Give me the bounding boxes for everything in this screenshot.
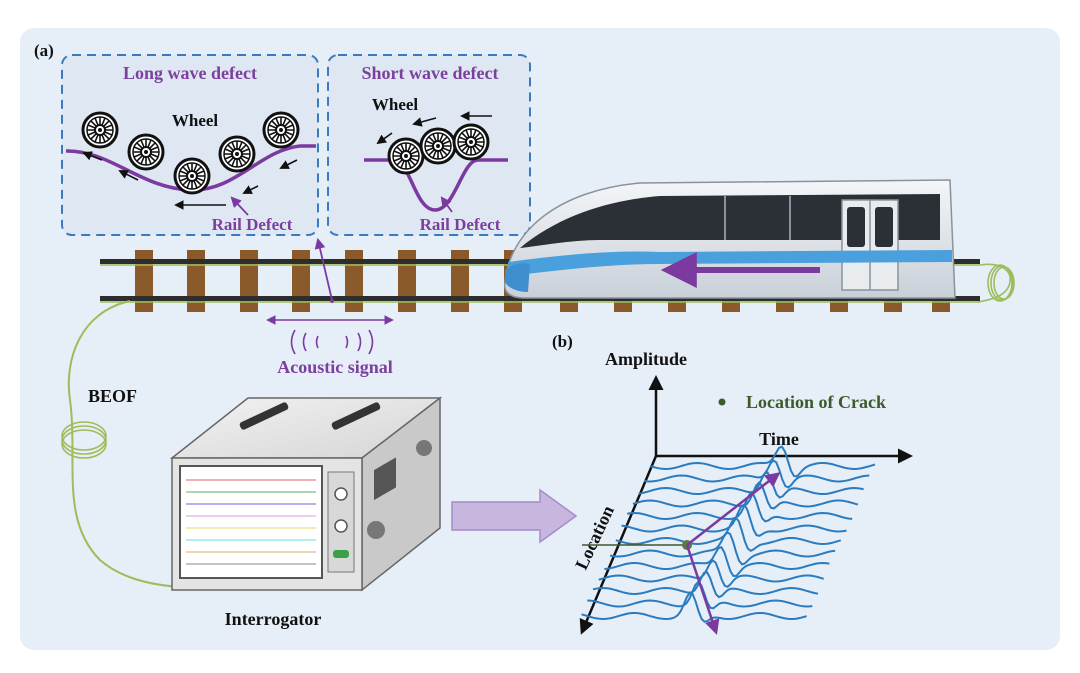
signal-traces bbox=[581, 445, 876, 623]
crack-trajectory-down bbox=[685, 544, 720, 635]
motion-arrows bbox=[376, 111, 492, 145]
signal-trace bbox=[609, 531, 836, 566]
fiber-coil-icon bbox=[977, 263, 1015, 303]
interrogator-label: Interrogator bbox=[225, 609, 322, 629]
long-wave-defect-label: Rail Defect bbox=[212, 215, 293, 234]
signal-trace bbox=[644, 459, 870, 489]
motion-arrows bbox=[82, 151, 298, 210]
legend-label: Location of Crack bbox=[746, 392, 886, 412]
short-wave-defect-label: Rail Defect bbox=[420, 215, 501, 234]
wheel-icon bbox=[127, 133, 165, 171]
wheel-icon bbox=[218, 135, 256, 173]
wheel-icon bbox=[419, 127, 457, 165]
signal-trace bbox=[638, 471, 864, 499]
short-wave-wheel-label: Wheel bbox=[372, 95, 419, 114]
amplitude-label: Amplitude bbox=[605, 349, 687, 369]
short-wave-inset: Short wave defect Wheel Rail Defect bbox=[327, 54, 531, 236]
signal-trace bbox=[592, 571, 819, 599]
beof-label: BEOF bbox=[88, 386, 137, 406]
acoustic-signal: Acoustic signal bbox=[266, 237, 394, 377]
interrogator-icon bbox=[169, 396, 443, 592]
wheel-icon bbox=[262, 111, 300, 149]
signal-trace bbox=[615, 516, 842, 552]
long-wave-title: Long wave defect bbox=[123, 63, 257, 83]
arrow-icon bbox=[451, 488, 578, 544]
acoustic-signal-label: Acoustic signal bbox=[277, 357, 393, 377]
wheel-icon bbox=[387, 137, 425, 175]
train-icon bbox=[503, 179, 956, 299]
short-wave-title: Short wave defect bbox=[362, 63, 499, 83]
time-label: Time bbox=[759, 429, 799, 449]
signal-trace bbox=[581, 591, 807, 623]
signal-trace bbox=[604, 545, 830, 578]
signal-trace bbox=[621, 503, 847, 537]
panel-label-a: (a) bbox=[34, 41, 54, 60]
wheel-icon bbox=[81, 111, 119, 149]
panel-label-b: (b) bbox=[552, 332, 573, 351]
signal-trace bbox=[627, 492, 853, 523]
fiber-coil-icon bbox=[61, 421, 107, 459]
long-wave-inset: Long wave defect Wheel Rail Defect bbox=[61, 54, 319, 236]
signal-trace bbox=[649, 445, 876, 478]
legend-dot bbox=[718, 398, 726, 406]
wheel-icon bbox=[452, 123, 490, 161]
signal-trace bbox=[598, 559, 824, 588]
wheel-icon bbox=[173, 157, 211, 195]
long-wave-wheel-label: Wheel bbox=[172, 111, 219, 130]
crack-trajectory-up bbox=[686, 472, 781, 546]
